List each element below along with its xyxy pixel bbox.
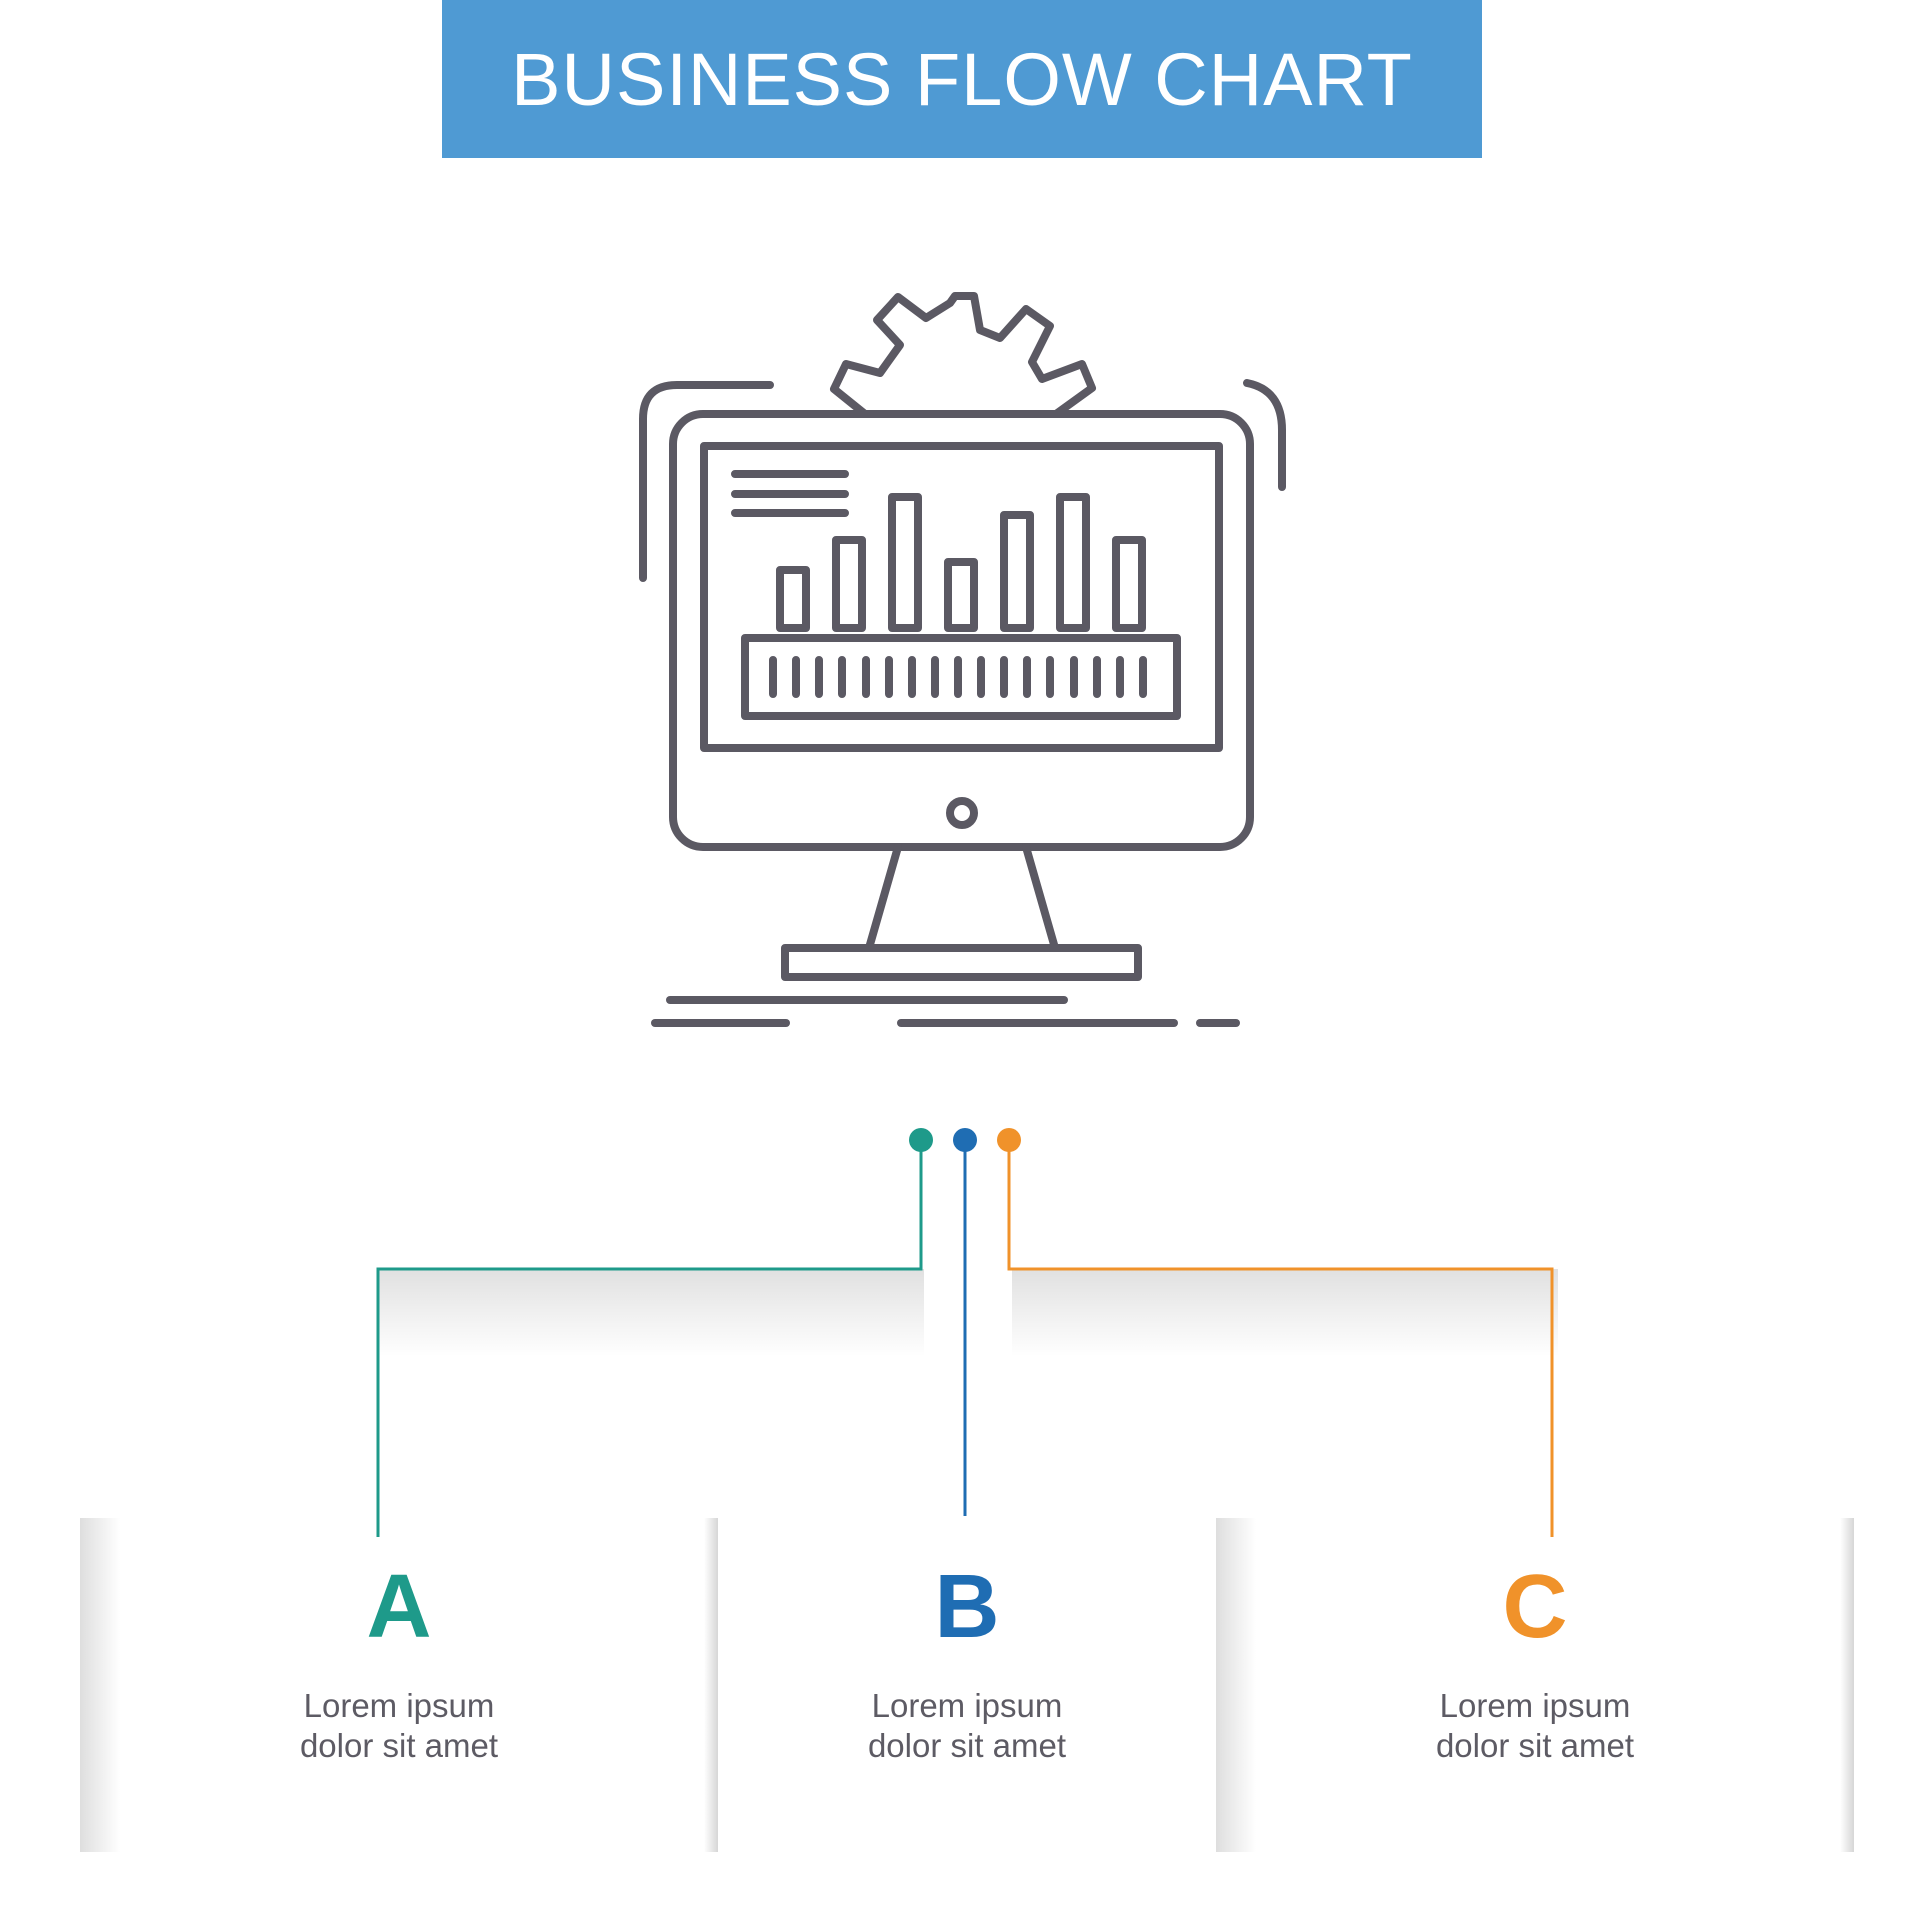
dot-a [909,1128,933,1152]
branch-shadow-c [1012,1269,1558,1357]
option-card-a: A Lorem ipsum dolor sit amet [80,1518,718,1852]
option-letter-c: C [1502,1557,1568,1657]
option-letter-a: A [366,1557,432,1657]
option-desc-b-line1: Lorem ipsum [871,1687,1063,1724]
option-desc-a-line2: dolor sit amet [299,1727,499,1764]
monitor-frame [669,410,1254,851]
screen-bar-2 [832,536,866,632]
option-letter-b: B [934,1557,1000,1657]
screen-bar-1 [776,566,810,632]
option-desc-b-line2: dolor sit amet [867,1727,1067,1764]
screen-text-lines [731,470,849,517]
option-desc-c-line2: dolor sit amet [1435,1727,1635,1764]
page-title: BUSINESS FLOW CHART [511,37,1413,121]
connector-c [1007,1140,1554,1537]
bracket-right [1243,379,1286,491]
dot-b [953,1128,977,1152]
monitor-neck [865,843,1059,952]
option-desc-c: Lorem ipsum dolor sit amet [1436,1686,1634,1766]
screen-bar-3 [888,493,922,632]
screen-bar-5 [1000,511,1034,632]
screen-bar-4 [944,558,978,632]
screen-ticker-strip [741,634,1181,720]
option-desc-a-line1: Lorem ipsum [303,1687,495,1724]
connector-a [376,1140,923,1537]
option-card-b: B Lorem ipsum dolor sit amet [718,1518,1216,1852]
monitor-base [781,944,1142,981]
gear-icon [830,292,1096,418]
title-banner: BUSINESS FLOW CHART [442,0,1482,158]
option-desc-b: Lorem ipsum dolor sit amet [868,1686,1066,1766]
dot-c [997,1128,1021,1152]
option-card-c: C Lorem ipsum dolor sit amet [1216,1518,1854,1852]
screen-bar-7 [1112,536,1146,632]
power-button [946,797,978,829]
option-desc-a: Lorem ipsum dolor sit amet [300,1686,498,1766]
monitor-dashboard-gear-icon [639,292,1286,1027]
screen-ticker-marks [769,656,1147,698]
bracket-left [639,381,774,582]
option-desc-c-line1: Lorem ipsum [1439,1687,1631,1724]
monitor-screen [700,442,1223,752]
screen-bar-6 [1056,493,1090,632]
branch-shadow-a [378,1269,924,1357]
